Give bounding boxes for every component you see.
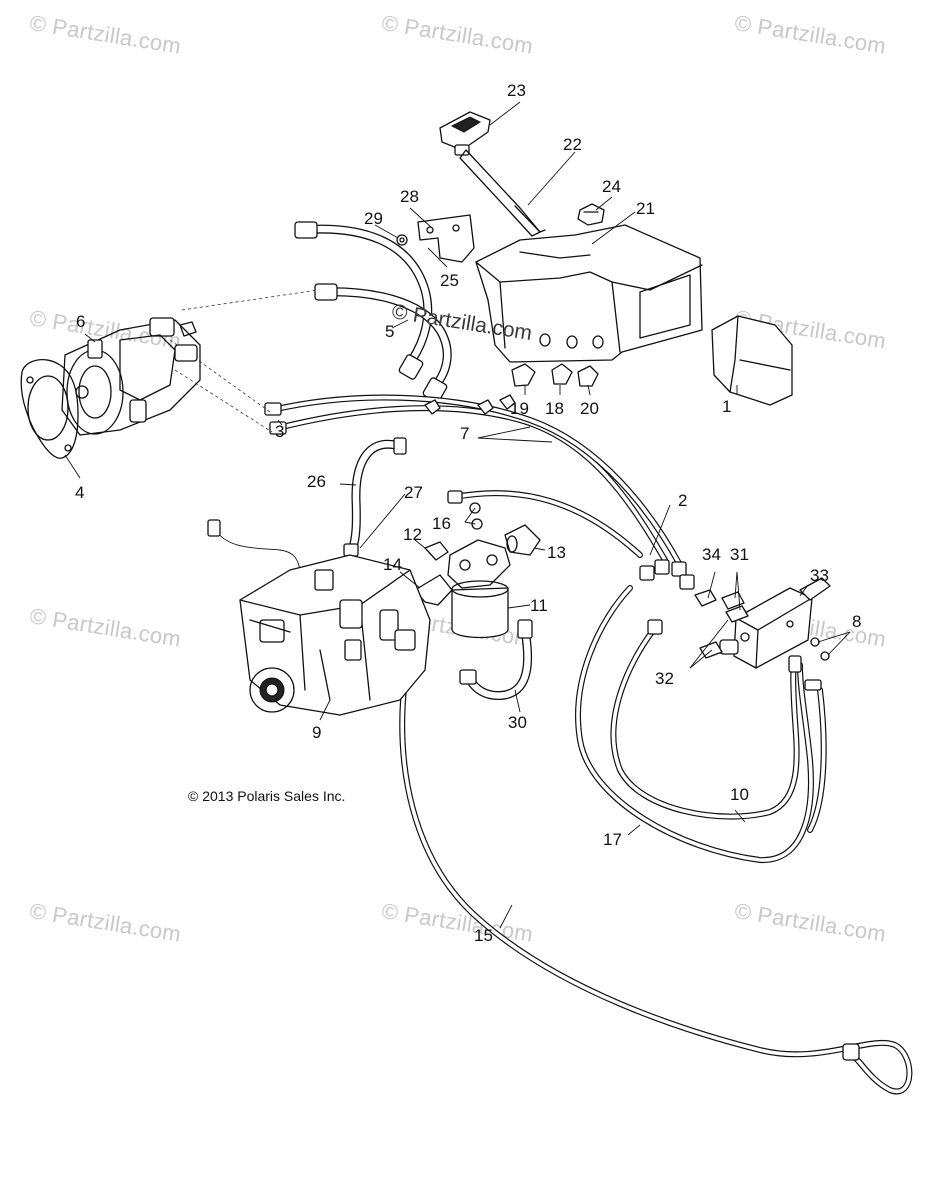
- part-34-fitting: [694, 589, 717, 607]
- callout-21: 21: [636, 199, 655, 218]
- callout-1: 1: [722, 397, 732, 416]
- callout-34: 34: [702, 545, 721, 564]
- callout-12: 12: [403, 525, 422, 544]
- part-12-fitting: [424, 541, 449, 561]
- part-9-injection-pump: [239, 554, 431, 716]
- callout-17: 17: [603, 830, 622, 849]
- callout-26: 26: [307, 472, 326, 491]
- copyright-notice: © 2013 Polaris Sales Inc.: [188, 788, 346, 804]
- callout-10: 10: [730, 785, 749, 804]
- part-29-nut: [396, 234, 408, 246]
- callout-22: 22: [563, 135, 582, 154]
- callout-24: 24: [602, 177, 621, 196]
- part-18-fitting: [551, 363, 573, 385]
- part-21-tank: [475, 224, 703, 363]
- callout-18: 18: [545, 399, 564, 418]
- part-20-fitting: [577, 365, 599, 387]
- callout-3: 3: [275, 422, 285, 441]
- callout-7: 7: [460, 424, 470, 443]
- part-32-fitting: [699, 641, 723, 659]
- hose-7: [264, 394, 695, 590]
- callout-23: 23: [507, 81, 526, 100]
- callout-14: 14: [383, 555, 402, 574]
- callout-9: 9: [312, 723, 322, 742]
- part-6-pump: [61, 317, 201, 436]
- part-16-fittings: [469, 502, 483, 530]
- hose-15: [397, 659, 913, 1095]
- part-14-fitting: [414, 574, 453, 606]
- callout-11: 11: [530, 596, 548, 615]
- callout-33: 33: [810, 566, 829, 585]
- callout-27: 27: [404, 483, 423, 502]
- part-13-fitting: [504, 524, 541, 556]
- callout-2: 2: [678, 491, 688, 510]
- callout-31: 31: [730, 545, 749, 564]
- callout-8: 8: [852, 612, 862, 631]
- callout-6: 6: [76, 312, 86, 331]
- callout-28: 28: [400, 187, 419, 206]
- hose-30: [459, 619, 533, 701]
- callout-25: 25: [440, 271, 459, 290]
- callout-29: 29: [364, 209, 383, 228]
- callout-13: 13: [547, 543, 566, 562]
- hose-17: [575, 585, 814, 864]
- part-28-bracket: [417, 214, 475, 263]
- callout-15: 15: [474, 926, 493, 945]
- part-22-dipstick: [459, 149, 546, 237]
- part-19-fitting: [511, 363, 536, 387]
- hose-26: [343, 437, 407, 557]
- callout-32: 32: [655, 669, 674, 688]
- part-23-cap: [439, 111, 491, 156]
- callout-30: 30: [508, 713, 527, 732]
- part-4-gasket: [20, 359, 79, 459]
- callout-19: 19: [510, 399, 529, 418]
- callout-20: 20: [580, 399, 599, 418]
- leader-lines: [64, 101, 851, 929]
- hose-25: [294, 221, 452, 403]
- part-11-filter: [447, 539, 511, 639]
- callout-16: 16: [432, 514, 451, 533]
- callout-5: 5: [385, 322, 395, 341]
- part-1-cover: [711, 315, 793, 406]
- hose-10: [610, 619, 827, 833]
- callout-4: 4: [75, 483, 85, 502]
- part-33-valve: [719, 577, 831, 669]
